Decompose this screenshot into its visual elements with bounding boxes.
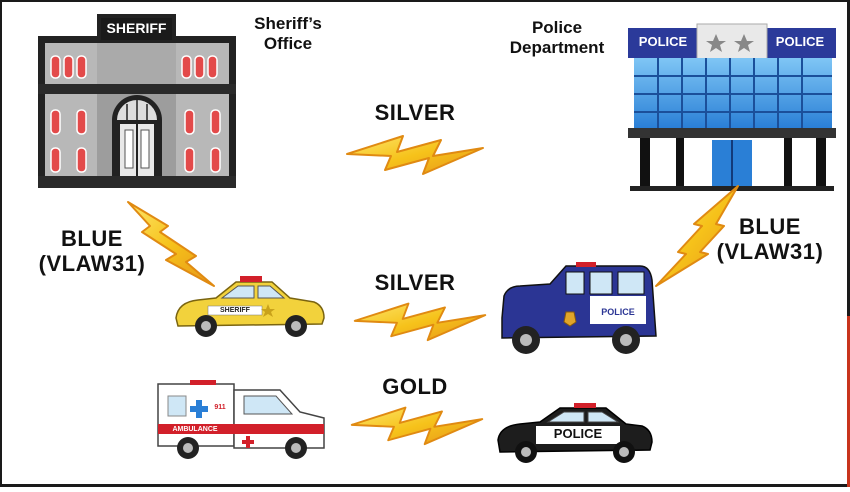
ambulance-side-text: AMBULANCE	[172, 426, 218, 433]
red-edge-accent	[847, 316, 850, 487]
ambulance-icon	[157, 380, 325, 459]
ambulance-911-text: 911	[214, 404, 226, 411]
frame-left-border	[0, 0, 2, 487]
link-middle-label: SILVER	[374, 270, 456, 295]
blue-link-right-bolt	[655, 185, 739, 287]
police-department-building-icon	[628, 23, 836, 191]
frame-bottom-border	[0, 484, 850, 487]
link-right-label: BLUE (VLAW31)	[716, 214, 824, 265]
link-bottom-label: GOLD	[382, 374, 448, 399]
sheriff-building-icon	[38, 14, 236, 188]
link-top-label: SILVER	[374, 100, 456, 125]
blue-link-left-bolt	[127, 201, 215, 287]
police-department-label: Police Department	[509, 18, 605, 57]
sheriff-building-sign: SHERIFF	[106, 20, 167, 36]
frame-right-border	[847, 0, 850, 487]
sheriff-car-icon	[175, 276, 325, 337]
sheriffs-office-label: Sheriff’s Office	[254, 14, 322, 53]
police-car-door-text: POLICE	[553, 426, 603, 441]
police-building-sign-left: POLICE	[638, 34, 688, 49]
gold-link-bottom-bolt	[350, 406, 484, 446]
silver-link-top-bolt	[346, 135, 484, 175]
frame-top-border	[0, 0, 850, 2]
police-suv-icon	[501, 262, 657, 354]
police-car-icon	[497, 403, 653, 463]
silver-link-middle-bolt	[353, 302, 487, 342]
sheriff-car-door-text: SHERIFF	[220, 307, 250, 314]
police-suv-door-text: POLICE	[601, 307, 635, 317]
link-left-label: BLUE (VLAW31)	[38, 226, 146, 277]
police-building-sign-right: POLICE	[775, 34, 825, 49]
